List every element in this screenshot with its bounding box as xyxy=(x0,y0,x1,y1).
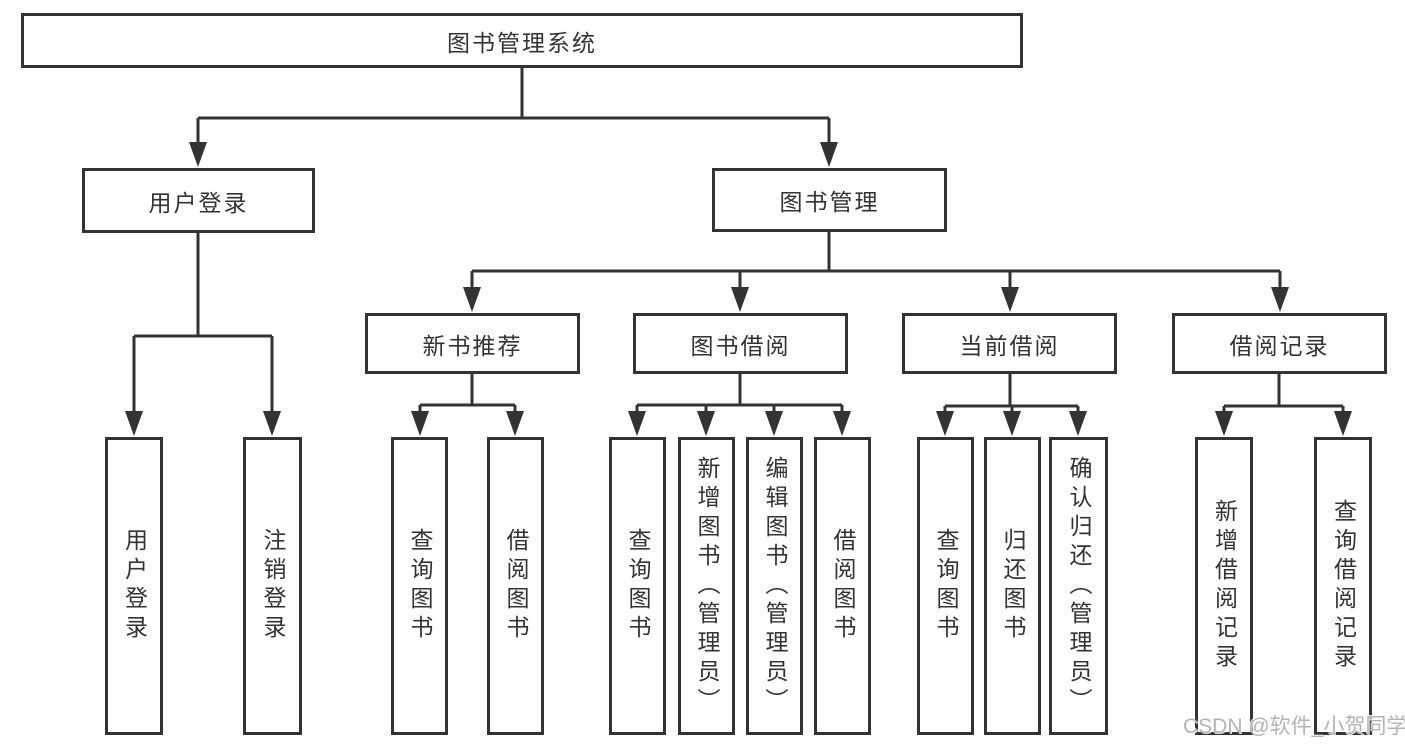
node-new-book-recommend-label: 新书推荐 xyxy=(422,332,523,359)
leaf-add-books-admin-label: 新增图书（管理员） xyxy=(694,455,720,717)
node-book-management: 图书管理 xyxy=(712,168,947,232)
leaf-edit-books-admin-label: 编辑图书（管理员） xyxy=(762,455,788,717)
node-book-borrowing: 图书借阅 xyxy=(633,313,848,374)
leaf-query-borrow-record-label: 查询借阅记录 xyxy=(1330,499,1357,673)
leaf-add-books-admin: 新增图书（管理员） xyxy=(678,437,735,735)
connector-book-borrow-to-leaves xyxy=(628,373,851,436)
connector-book-mgmt-to-level3 xyxy=(463,232,1289,312)
leaf-borrow-books-1: 借阅图书 xyxy=(487,437,544,735)
leaf-return-books: 归还图书 xyxy=(984,437,1041,735)
connector-borrow-records-to-leaves xyxy=(1215,373,1352,436)
leaf-add-borrow-record-label: 新增借阅记录 xyxy=(1211,499,1238,673)
leaf-user-login-label: 用户登录 xyxy=(121,528,148,644)
leaf-user-login: 用户登录 xyxy=(105,437,163,735)
leaf-query-books-1: 查询图书 xyxy=(391,437,448,735)
leaf-confirm-return-admin-label: 确认归还（管理员） xyxy=(1066,455,1092,717)
csdn-watermark: CSDN @软件_小贺同学 xyxy=(1183,715,1405,738)
leaf-query-books-2: 查询图书 xyxy=(609,437,666,735)
node-book-borrowing-label: 图书借阅 xyxy=(690,332,791,359)
leaf-query-books-3-label: 查询图书 xyxy=(933,528,959,644)
leaf-borrow-books-2-label: 借阅图书 xyxy=(830,528,856,644)
leaf-borrow-books-2: 借阅图书 xyxy=(814,437,871,735)
leaf-logout-label: 注销登录 xyxy=(260,528,286,644)
leaf-logout: 注销登录 xyxy=(243,437,302,735)
node-current-borrowing-label: 当前借阅 xyxy=(959,332,1060,359)
leaf-borrow-books-1-label: 借阅图书 xyxy=(503,528,529,644)
connector-user-login-to-leaves xyxy=(125,233,281,436)
leaf-query-books-1-label: 查询图书 xyxy=(407,528,433,644)
leaf-query-borrow-record: 查询借阅记录 xyxy=(1314,437,1372,735)
node-book-management-label: 图书管理 xyxy=(779,189,880,215)
node-user-login-label: 用户登录 xyxy=(148,189,249,216)
leaf-query-books-2-label: 查询图书 xyxy=(625,528,651,644)
node-root-system: 图书管理系统 xyxy=(21,13,1023,68)
connector-root-to-level2 xyxy=(189,68,838,167)
node-borrowing-records-label: 借阅记录 xyxy=(1229,332,1330,359)
leaf-add-borrow-record: 新增借阅记录 xyxy=(1195,437,1253,735)
node-root-system-label: 图书管理系统 xyxy=(447,29,597,56)
leaf-confirm-return-admin: 确认归还（管理员） xyxy=(1049,437,1108,735)
connector-current-borrow-to-leaves xyxy=(936,373,1087,436)
node-borrowing-records: 借阅记录 xyxy=(1172,313,1387,374)
leaf-query-books-3: 查询图书 xyxy=(917,437,974,735)
node-user-login: 用户登录 xyxy=(82,168,315,233)
leaf-return-books-label: 归还图书 xyxy=(1000,528,1026,644)
leaf-edit-books-admin: 编辑图书（管理员） xyxy=(746,437,803,735)
node-current-borrowing: 当前借阅 xyxy=(902,313,1117,374)
connector-new-books-to-leaves xyxy=(411,373,524,436)
node-new-book-recommend: 新书推荐 xyxy=(365,313,580,374)
